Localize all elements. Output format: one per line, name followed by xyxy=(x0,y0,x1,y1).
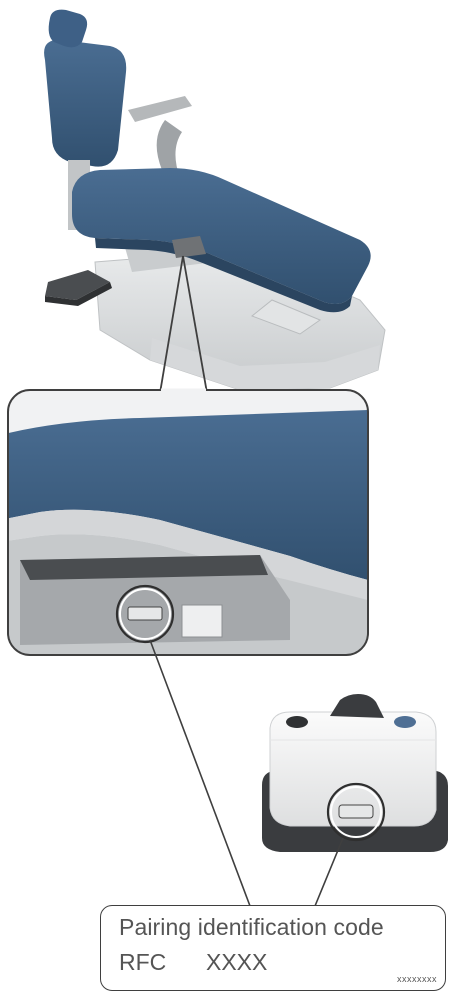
pairing-code-title: Pairing identification code xyxy=(119,914,384,941)
pedal-right-knob xyxy=(394,716,416,728)
pairing-code-prefix: RFC xyxy=(119,949,166,976)
pairing-code-small-print: xxxxxxxx xyxy=(397,974,437,984)
chair-headrest xyxy=(49,10,87,48)
pairing-code-value: XXXX xyxy=(206,949,267,976)
dental-chair xyxy=(44,10,385,390)
zoom-label-plate xyxy=(128,607,162,620)
pedal-center-button xyxy=(330,694,384,718)
pedal-left-knob xyxy=(286,716,308,728)
chair-backrest xyxy=(44,40,126,167)
foot-pedal xyxy=(262,694,448,852)
pairing-code-callout: Pairing identification code RFC XXXX xxx… xyxy=(100,905,446,991)
pedal-label-plate xyxy=(339,805,373,818)
chair-armrest xyxy=(128,96,192,122)
zoom-detail-panel xyxy=(0,390,368,655)
